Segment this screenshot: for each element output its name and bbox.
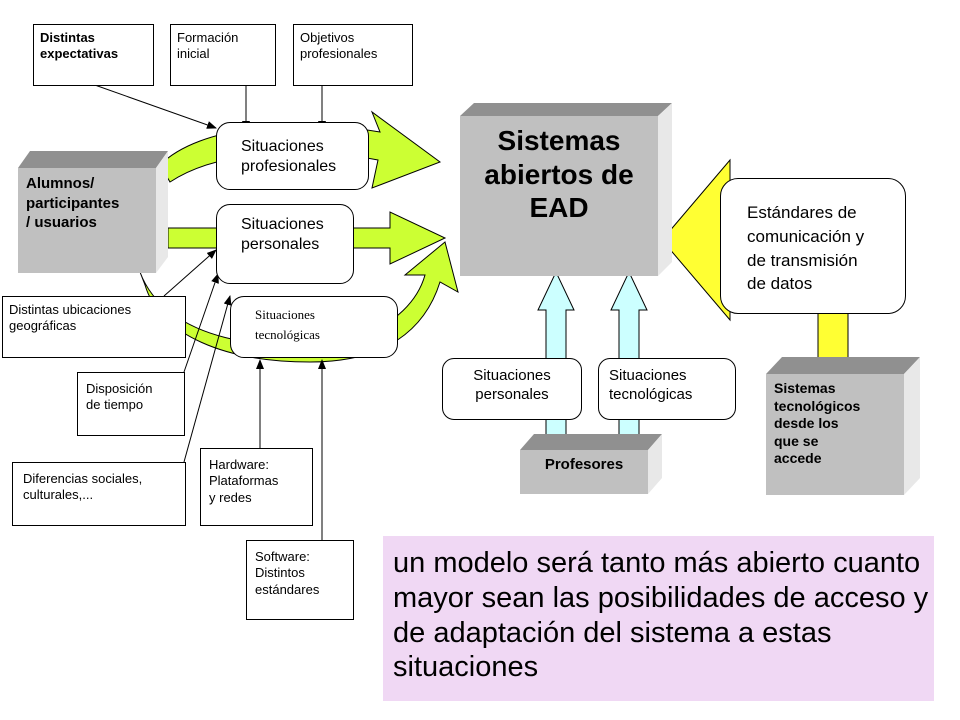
pointer-ubicaciones — [163, 249, 217, 297]
box-profesores-situaciones-tecnologicas: Situaciones tecnológicas — [598, 358, 736, 420]
box-situaciones-tecnologicas: Situaciones tecnológicas — [230, 296, 398, 358]
sistemas-tecnologicos-label: Sistemas tecnológicos desde los que se a… — [774, 380, 861, 466]
box-situaciones-profesionales: Situaciones profesionales — [216, 122, 369, 190]
pointer-diferencias — [183, 295, 232, 463]
sistemas-ead-cube — [460, 103, 672, 276]
sistemas-ead-title: Sistemas abiertos de EAD — [484, 125, 634, 224]
box-distintas-expectativas: Distintas expectativas — [33, 24, 154, 86]
profesores-label: Profesores — [544, 456, 624, 473]
box-formacion-inicial: Formación inicial — [170, 24, 276, 86]
box-distintas-ubicaciones: Distintas ubicaciones geográficas — [2, 296, 186, 358]
conclusion-note: un modelo será tanto más abierto cuanto … — [383, 536, 934, 701]
box-diferencias-sociales: Diferencias sociales, culturales,... — [12, 462, 186, 526]
box-software: Software: Distintos estándares — [246, 540, 354, 620]
box-hardware: Hardware: Plataformas y redes — [200, 448, 313, 526]
box-situaciones-personales: Situaciones personales — [216, 204, 354, 284]
box-objetivos-profesionales: Objetivos profesionales — [293, 24, 413, 86]
pointer-expectativas — [91, 83, 217, 129]
alumnos-cube — [18, 151, 168, 273]
sistemas-tecnologicos-cube — [766, 357, 920, 495]
profesores-cube — [520, 434, 662, 494]
pointer-disposicion — [183, 273, 219, 373]
box-profesores-situaciones-personales: Situaciones personales — [442, 358, 582, 420]
box-disposicion-tiempo: Disposición de tiempo — [77, 372, 185, 436]
alumnos-label: Alumnos/ participantes / usuarios — [26, 175, 120, 231]
box-estandares: Estándares de comunicación y de transmis… — [720, 178, 906, 314]
